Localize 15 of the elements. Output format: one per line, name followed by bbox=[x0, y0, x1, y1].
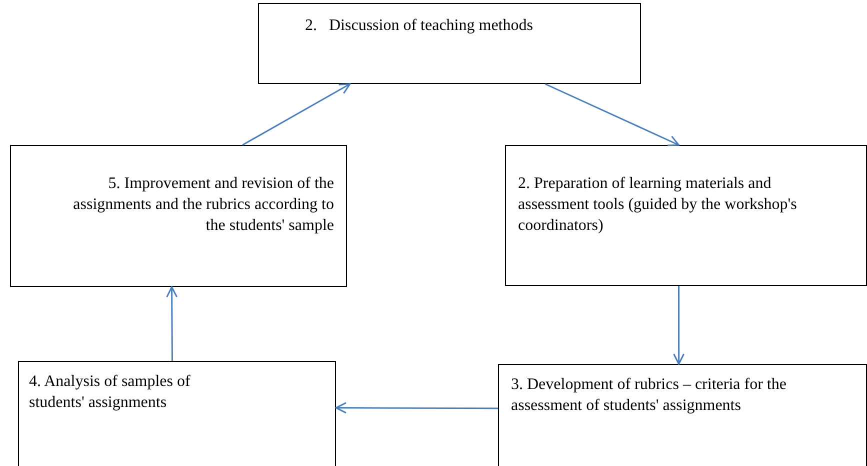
process-box bbox=[10, 145, 347, 287]
arrow bbox=[166, 286, 178, 361]
process-box bbox=[258, 3, 641, 84]
process-box bbox=[498, 364, 867, 466]
box-text: 3. Development of rubrics – criteria for the assessment of students' assignments bbox=[511, 375, 788, 416]
arrow bbox=[544, 83, 680, 146]
process-box bbox=[18, 361, 336, 466]
box-text: 4. Analysis of samples of students' assignments bbox=[29, 372, 192, 413]
arrow bbox=[673, 286, 685, 365]
process-box bbox=[505, 145, 867, 286]
box-text: 5. Improvement and revision of the assignments and the rubrics according to the students' sample bbox=[72, 174, 334, 236]
box-text: 2. Preparation of learning materials and assessment tools (guided by the workshop's coordinators) bbox=[518, 174, 798, 236]
arrow bbox=[335, 402, 498, 414]
box-text: 2. Discussion of teaching methods bbox=[305, 16, 534, 36]
arrow bbox=[242, 83, 351, 146]
